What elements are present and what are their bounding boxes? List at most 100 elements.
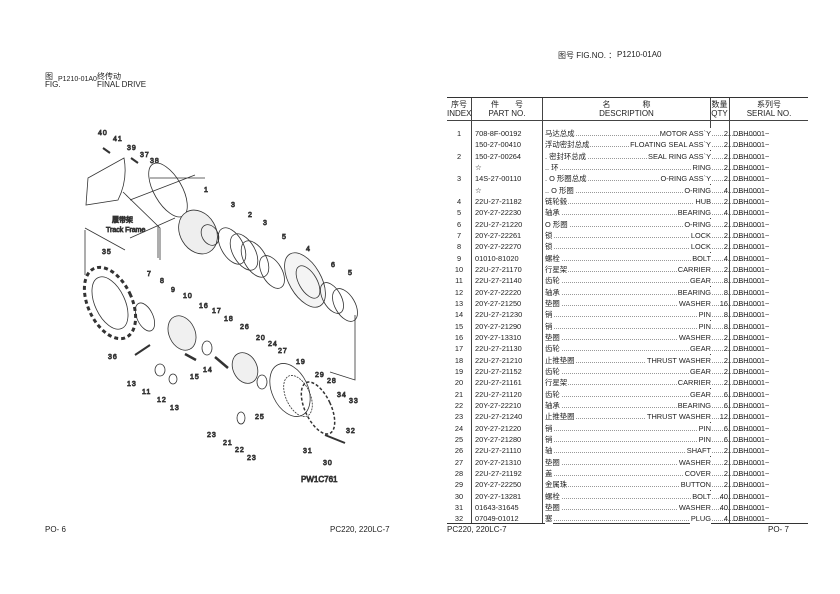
- row-serial-number: DBH0001~: [733, 298, 770, 308]
- gear-shape: [154, 363, 166, 377]
- row-description-cn: 盖: [545, 467, 554, 479]
- row-serial-number: DBH0001~: [733, 366, 770, 376]
- row-quantity: 2: [723, 378, 728, 388]
- leader-dots: [545, 264, 761, 272]
- callout: 20: [256, 335, 266, 342]
- leader-dots: [545, 423, 761, 431]
- row-description-en: THRUST WASHER: [645, 354, 711, 366]
- callout: 15: [190, 374, 200, 381]
- row-quantity: 6: [723, 389, 728, 399]
- row-index: 23: [454, 412, 464, 422]
- leader-dots: [545, 185, 761, 193]
- track-frame-shape: [122, 174, 205, 260]
- callout: 38: [150, 158, 160, 165]
- row-quantity: 8: [723, 321, 728, 331]
- row-description-cn: 销: [545, 422, 554, 434]
- row-part-number: 22U-27-21140: [475, 276, 522, 286]
- row-description-cn: 齿轮: [545, 275, 561, 287]
- callout: 28: [327, 378, 337, 385]
- row-index: 31: [454, 502, 464, 512]
- row-description-en: BOLT: [691, 252, 711, 264]
- washer-shape: [256, 374, 268, 390]
- row-index: 5: [456, 208, 462, 218]
- row-description-cn: . 密封环总成: [545, 150, 588, 162]
- seal-ring-shape: [217, 227, 247, 265]
- row-serial-number: DBH0001~: [733, 344, 770, 354]
- callout: 29: [315, 372, 325, 379]
- row-quantity: 4: [723, 208, 728, 218]
- leader-dots: [545, 219, 761, 227]
- row-description-en: GEAR: [689, 388, 711, 400]
- left-page-number: PO- 6: [45, 525, 66, 534]
- row-serial-number: DBH0001~: [733, 287, 770, 297]
- row-description-cn: 齿轮: [545, 343, 561, 355]
- leader-lines: [84, 217, 176, 275]
- leader-dots: [545, 502, 761, 510]
- row-serial-number: DBH0001~: [733, 140, 770, 150]
- leader-dots: [545, 468, 761, 476]
- row-description-en: O-RING: [683, 218, 711, 230]
- row-index: 26: [454, 446, 464, 456]
- fig-label-en: FIG.: [45, 80, 61, 89]
- leader-dots: [545, 513, 761, 522]
- row-serial-number: DBH0001~: [733, 378, 770, 388]
- seal-ring-shape: [229, 233, 259, 271]
- callout: 4: [306, 246, 311, 253]
- row-description-en: WASHER: [677, 297, 711, 309]
- row-quantity: 2: [723, 151, 728, 161]
- right-page-number: PO- 7: [768, 525, 789, 534]
- row-part-number: 22U-27-21240: [475, 412, 523, 422]
- row-description-cn: 塞: [545, 513, 554, 525]
- leader-dots: [545, 241, 761, 250]
- leader-dots: [545, 287, 761, 295]
- row-part-number: 20Y-27-21250: [475, 298, 522, 308]
- row-description-cn: 轴承: [545, 399, 561, 411]
- row-quantity: 2: [723, 230, 728, 240]
- row-quantity: 12: [719, 412, 728, 422]
- row-index: 28: [454, 468, 464, 478]
- callout: 12: [157, 397, 167, 404]
- row-part-number: 20Y-27-22261: [475, 230, 522, 240]
- row-serial-number: DBH0001~: [733, 412, 770, 422]
- row-serial-number: DBH0001~: [733, 151, 770, 161]
- row-description-cn: . O 形圈总成: [545, 173, 588, 185]
- row-description-en: BOLT: [691, 490, 711, 502]
- fig-title-en: FINAL DRIVE: [97, 80, 147, 89]
- row-description-en: GEAR: [689, 343, 711, 355]
- row-index: 20: [454, 378, 464, 388]
- fig-no-value: P1210-01A0: [617, 50, 662, 59]
- row-description-cn: 螺栓: [545, 252, 561, 264]
- row-part-number: 20Y-27-21280: [475, 434, 522, 444]
- leader-dots: [545, 389, 761, 397]
- row-serial-number: DBH0001~: [733, 480, 770, 490]
- carrier-shape: [167, 315, 197, 351]
- row-part-number: 22U-27-21210: [475, 355, 523, 365]
- row-part-number: 708-8F-00192: [475, 129, 522, 138]
- row-serial-number: DBH0001~: [733, 321, 770, 331]
- row-index: 25: [454, 434, 464, 444]
- leader-dots: [545, 275, 761, 284]
- right-model-name: PC220, 220LC-7: [447, 525, 507, 534]
- row-part-number: 20Y-27-13281: [475, 491, 522, 501]
- row-index: 6: [456, 219, 462, 229]
- fig-label-cn: 图: [45, 72, 53, 81]
- header-qty-cn: 数量: [711, 100, 728, 109]
- header-serial-en: SERIAL NO.: [746, 109, 792, 118]
- row-quantity: 2: [723, 366, 728, 376]
- callout: 19: [296, 359, 306, 366]
- gear-shape: [201, 340, 213, 356]
- drawing-code: PW1C761: [301, 475, 338, 484]
- row-description-en: O-RING: [683, 184, 711, 196]
- row-part-number: 20Y-27-13310: [475, 332, 522, 342]
- row-index: 27: [454, 457, 464, 467]
- row-part-number: 20Y-27-22230: [475, 208, 522, 218]
